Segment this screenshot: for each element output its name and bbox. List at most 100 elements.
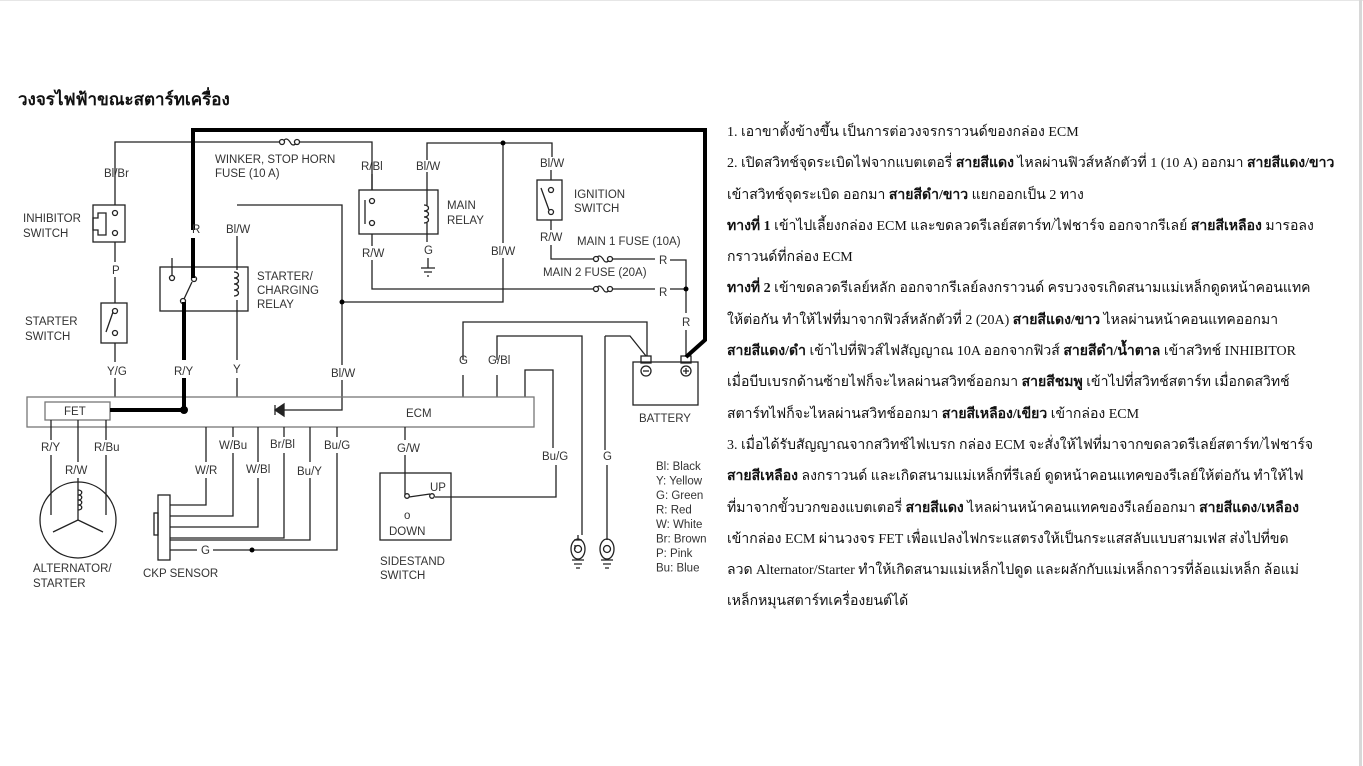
label: ALTERNATOR/ bbox=[33, 563, 112, 575]
bold-segment: สายสีแดง bbox=[955, 156, 1014, 172]
bold-segment: สายสีแดง bbox=[905, 500, 964, 516]
text-line: 2. เปิดสวิทช์จุดระเบิดไฟจากแบตเตอรี่ สาย… bbox=[727, 153, 1334, 184]
label: STARTER bbox=[33, 578, 86, 590]
text-line: สายสีเหลือง ลงกราวนด์ และเกิดสนามแม่เหล็… bbox=[727, 466, 1327, 497]
bold-segment: สายสีแดง/ขาว bbox=[1012, 312, 1101, 328]
text-segment: เข้าขดลวดรีเลย์หลัก ออกจากรีเลย์ลงกราวนด… bbox=[770, 281, 1311, 297]
legend-item: P: Pink bbox=[656, 548, 693, 560]
text-segment: เข้าสวิทช์ INHIBITOR bbox=[1160, 344, 1296, 360]
wiring-diagram: WINKER, STOP HORN FUSE (10 A) Bl/Br INHI… bbox=[23, 128, 707, 590]
label: STARTER bbox=[25, 316, 78, 328]
label: R bbox=[192, 224, 200, 236]
label: MAIN 2 FUSE (20A) bbox=[543, 267, 647, 279]
text-segment: เหล็กหมุนสตาร์ทเครื่องยนต์ได้ bbox=[727, 594, 909, 610]
label: FET bbox=[64, 406, 86, 418]
label: INHIBITOR bbox=[23, 213, 81, 225]
text-segment: ไหลผ่านหน้าคอนแทคออกมา bbox=[1100, 312, 1279, 328]
label: STARTER/ bbox=[257, 271, 314, 283]
scrollbar-edge bbox=[1359, 0, 1362, 766]
bold-segment: สายสีแดง/เหลือง bbox=[1199, 500, 1299, 516]
text-segment: เข้ากล่อง ECM ผ่านวงจร FET เพื่อแปลงไฟกร… bbox=[727, 531, 1289, 547]
text-line: ให้ต่อกัน ทำให้ไฟที่มาจากฟิวส์หลักตัวที่… bbox=[727, 310, 1327, 341]
label: G bbox=[201, 545, 210, 557]
label: MAIN bbox=[447, 200, 476, 212]
text-segment: เข้าสวิทช์จุดระเบิด ออกมา bbox=[727, 187, 889, 203]
bold-segment: ทางที่ 2 bbox=[727, 281, 771, 297]
text-line: ลวด Alternator/Starter ทำให้เกิดสนามแม่เ… bbox=[727, 560, 1327, 591]
label: R/Y bbox=[41, 442, 61, 454]
bold-segment: สายสีเหลือง/เขียว bbox=[941, 406, 1048, 422]
label: Bl/W bbox=[331, 368, 355, 380]
text-line: เหล็กหมุนสตาร์ทเครื่องยนต์ได้ bbox=[727, 591, 1327, 622]
text-segment: ลวด Alternator/Starter ทำให้เกิดสนามแม่เ… bbox=[727, 563, 1299, 579]
page-top-border bbox=[0, 0, 1363, 1]
label: MAIN 1 FUSE (10A) bbox=[577, 236, 681, 248]
text-line: กราวนด์ที่กล่อง ECM bbox=[727, 247, 1327, 278]
label: G bbox=[459, 355, 468, 367]
text-segment: เข้าไปเลี้ยงกล่อง ECM และขดลวดรีเลย์สตาร… bbox=[770, 218, 1191, 234]
label: Bl/W bbox=[540, 158, 564, 170]
label: SWITCH bbox=[23, 228, 68, 240]
label: SWITCH bbox=[25, 331, 70, 343]
explanation-text: 1. เอาขาตั้งข้างขึ้น เป็นการต่อวงจรกราวน… bbox=[727, 122, 1334, 623]
bold-segment: สายสีแดง/ดำ bbox=[727, 344, 806, 360]
text-segment: สตาร์ทไฟก็จะไหลผ่านสวิทช์ออกมา bbox=[727, 406, 942, 422]
text-segment: 1. เอาขาตั้งข้างขึ้น เป็นการต่อวงจรกราวน… bbox=[727, 125, 1079, 140]
text-line: ทางที่ 1 เข้าไปเลี้ยงกล่อง ECM และขดลวดร… bbox=[727, 216, 1327, 247]
legend-item: G: Green bbox=[656, 490, 703, 502]
label: UP bbox=[430, 482, 446, 494]
label: R bbox=[659, 255, 667, 267]
text-line: 3. เมื่อได้รับสัญญาณจากสวิทช์ไฟเบรก กล่อ… bbox=[727, 435, 1327, 466]
bold-segment: สายสีชมพู bbox=[1021, 375, 1083, 391]
bold-segment: สายสีเหลือง bbox=[727, 469, 798, 485]
label: R/W bbox=[362, 248, 385, 260]
text-segment: ให้ต่อกัน ทำให้ไฟที่มาจากฟิวส์หลักตัวที่… bbox=[727, 312, 1013, 328]
text-segment: เข้าไปที่ฟิวส์ไฟสัญญาณ 10A ออกจากฟิวส์ bbox=[805, 344, 1064, 360]
legend-item: Br: Brown bbox=[656, 534, 707, 546]
label: Bl/W bbox=[226, 224, 250, 236]
page-title: วงจรไฟฟ้าขณะสตาร์ทเครื่อง bbox=[18, 90, 230, 109]
text-line: สายสีแดง/ดำ เข้าไปที่ฟิวส์ไฟสัญญาณ 10A อ… bbox=[727, 341, 1327, 372]
text-line: สตาร์ทไฟก็จะไหลผ่านสวิทช์ออกมา สายสีเหลื… bbox=[727, 404, 1327, 435]
text-line: เมื่อบีบเบรกด้านซ้ายไฟก็จะไหลผ่านสวิทช์อ… bbox=[727, 372, 1327, 403]
label: Bu/G bbox=[542, 451, 568, 463]
bold-segment: ทางที่ 1 bbox=[727, 218, 771, 234]
text-segment: กราวนด์ที่กล่อง ECM bbox=[727, 250, 853, 266]
label: R/Bu bbox=[94, 442, 120, 454]
text-segment: เมื่อบีบเบรกด้านซ้ายไฟก็จะไหลผ่านสวิทช์อ… bbox=[727, 375, 1022, 391]
junction-dots bbox=[180, 140, 689, 553]
bold-segment: สายสีดำ/น้ำตาล bbox=[1063, 344, 1161, 360]
label: CHARGING bbox=[257, 285, 319, 297]
label: R/Y bbox=[174, 366, 194, 378]
legend-item: R: Red bbox=[656, 505, 692, 517]
text-line: ที่มาจากขั้วบวกของแบตเตอรี่ สายสีแดง ไหล… bbox=[727, 498, 1327, 529]
label: CKP SENSOR bbox=[143, 568, 218, 580]
text-segment: ไหลผ่านฟิวส์หลักตัวที่ 1 (10 A) ออกมา bbox=[1013, 156, 1248, 172]
text-segment: 2. เปิดสวิทช์จุดระเบิดไฟจากแบตเตอรี่ bbox=[727, 156, 956, 172]
label: G/W bbox=[397, 443, 420, 455]
label: Bu/G bbox=[324, 440, 350, 452]
label: Bl/W bbox=[491, 246, 515, 258]
label: Y bbox=[233, 364, 241, 376]
label: RELAY bbox=[257, 299, 294, 311]
label: SWITCH bbox=[574, 203, 619, 215]
text-segment: เข้าไปที่สวิทช์สตาร์ท เมื่อกดสวิทช์ bbox=[1082, 375, 1290, 391]
text-line: เข้ากล่อง ECM ผ่านวงจร FET เพื่อแปลงไฟกร… bbox=[727, 529, 1327, 560]
text-segment: ลงกราวนด์ และเกิดสนามแม่เหล็กที่รีเลย์ ด… bbox=[798, 469, 1304, 485]
legend-item: W: White bbox=[656, 519, 702, 531]
label: IGNITION bbox=[574, 189, 625, 201]
label: R/W bbox=[65, 465, 88, 477]
label: W/Bu bbox=[219, 440, 247, 452]
label: WINKER, STOP HORN bbox=[215, 154, 335, 166]
text-segment: 3. เมื่อได้รับสัญญาณจากสวิทช์ไฟเบรก กล่อ… bbox=[727, 437, 1314, 453]
label: FUSE (10 A) bbox=[215, 168, 280, 180]
legend-item: Bl: Black bbox=[656, 461, 701, 473]
wires bbox=[26, 138, 699, 569]
label: P bbox=[112, 265, 120, 277]
label: Bl/Br bbox=[104, 168, 129, 180]
bold-segment: สายสีแดง/ขาว bbox=[1247, 156, 1335, 172]
label: o bbox=[404, 510, 410, 522]
legend-item: Bu: Blue bbox=[656, 563, 699, 575]
bold-segment: สายสีดำ/ขาว bbox=[888, 187, 969, 203]
